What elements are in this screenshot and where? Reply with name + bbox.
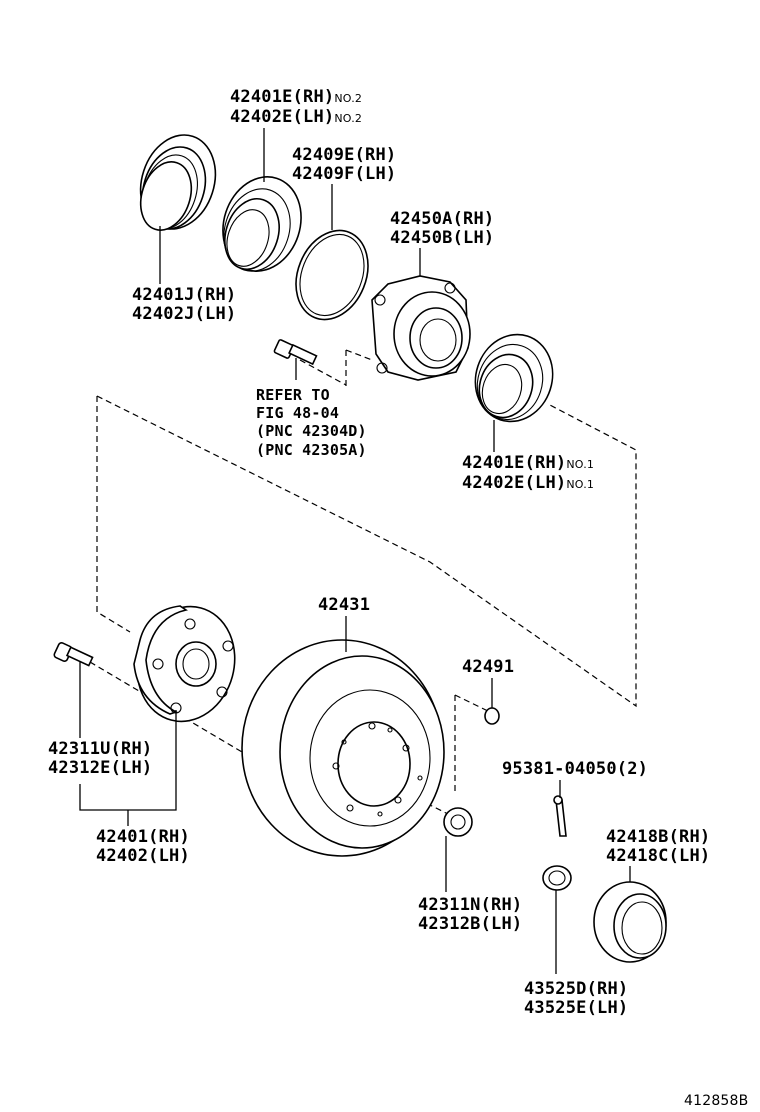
label-43525D: 43525D(RH) [524, 979, 629, 999]
part-note: NO.1 [566, 458, 595, 471]
plug-42491 [484, 707, 500, 725]
part-side: (RH) [292, 87, 335, 107]
label-42402E-no1: 42402E(LH)NO.1 [462, 474, 594, 494]
label-42401J: 42401J(RH) [132, 285, 237, 305]
label-42311U: 42311U(RH) [48, 739, 153, 759]
label-42311N: 42311N(RH) [418, 895, 523, 915]
label-95381: 95381-04050(2) [502, 759, 649, 779]
bearing-race-42401E-no2 [222, 176, 302, 272]
grease-cap-42418B [593, 881, 667, 963]
label-42418B: 42418B(RH) [606, 827, 711, 847]
part-note: NO.1 [566, 478, 595, 491]
label-refer-line4: (PNC 42305A) [256, 441, 367, 459]
label-42402: 42402(LH) [96, 846, 190, 866]
label-refer-line1: REFER TO [256, 386, 330, 404]
part-number: 42402E [230, 107, 293, 127]
label-42312B: 42312B(LH) [418, 914, 523, 934]
part-number: 42402E [462, 473, 525, 493]
part-side: (LH) [524, 473, 567, 493]
label-43525E: 43525E(LH) [524, 998, 629, 1018]
part-note: NO.2 [334, 112, 363, 125]
label-42401: 42401(RH) [96, 827, 190, 847]
lock-cap-43525D [542, 865, 572, 891]
part-side: (RH) [524, 453, 567, 473]
label-42312E: 42312E(LH) [48, 758, 153, 778]
bearing-housing-42450A [371, 275, 471, 381]
label-42402J: 42402J(LH) [132, 304, 237, 324]
leader-lines [79, 128, 631, 974]
bearing-race-42401E-no1 [474, 333, 554, 423]
nut-42311N [443, 807, 473, 837]
brake-disc-42431 [241, 639, 445, 857]
label-42450A: 42450A(RH) [390, 209, 495, 229]
cotter-pin-95381 [553, 795, 567, 837]
label-42450B: 42450B(LH) [390, 228, 495, 248]
bolt-refer [273, 339, 318, 366]
label-42431: 42431 [318, 595, 371, 615]
label-42401E-no2: 42401E(RH)NO.2 [230, 88, 362, 108]
figure-code: 412858B [684, 1093, 749, 1109]
part-note: NO.2 [334, 92, 363, 105]
label-42491: 42491 [462, 657, 515, 677]
label-42409F: 42409F(LH) [292, 164, 397, 184]
label-42409E: 42409E(RH) [292, 145, 397, 165]
label-42402E-no2: 42402E(LH)NO.2 [230, 108, 362, 128]
hub-bolt-42311U [53, 641, 94, 667]
label-refer-line3: (PNC 42304D) [256, 422, 367, 440]
o-ring-42409E [295, 229, 369, 321]
axle-hub-42401 [133, 605, 236, 723]
oil-seal-42401J [139, 134, 217, 231]
label-42401E-no1: 42401E(RH)NO.1 [462, 454, 594, 474]
part-number: 42401E [462, 453, 525, 473]
label-refer-line2: FIG 48-04 [256, 404, 340, 422]
label-42418C: 42418C(LH) [606, 846, 711, 866]
part-side: (LH) [292, 107, 335, 127]
part-number: 42401E [230, 87, 293, 107]
dashed-assembly-lines [89, 349, 637, 816]
